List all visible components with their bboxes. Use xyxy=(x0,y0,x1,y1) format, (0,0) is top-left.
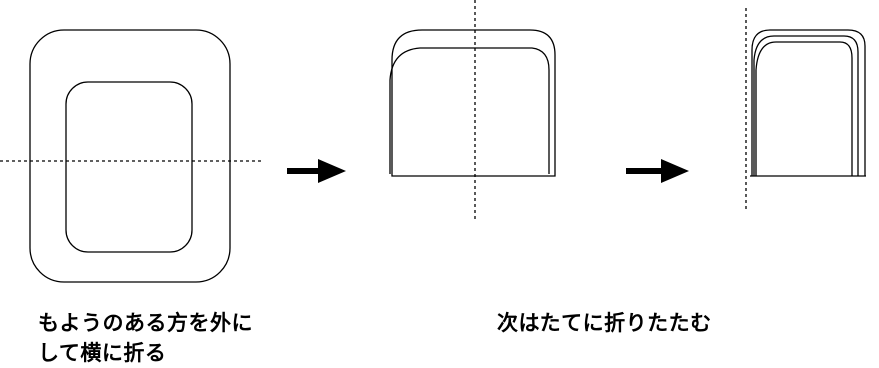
cloth-folded-quarter xyxy=(745,8,866,210)
cloth-pattern-border xyxy=(65,81,193,253)
step-2-caption: 次はたてに折りたたむ xyxy=(497,308,712,338)
quarter-fold-layer-2 xyxy=(753,35,859,176)
step-1-caption: もようのある方を外に して横に折る xyxy=(38,308,253,368)
quarter-fold-layer-3 xyxy=(755,41,853,176)
cloth-outer-border xyxy=(29,29,231,283)
quarter-fold-outer xyxy=(751,29,866,176)
right-arrow-icon xyxy=(626,159,689,183)
step-1-caption-line-2: して横に折る xyxy=(38,341,167,365)
folded-cloth-inner-edge xyxy=(389,47,550,174)
right-arrow-icon xyxy=(287,159,346,183)
cloth-folded-half xyxy=(389,0,556,222)
step-1-caption-line-1: もようのある方を外に xyxy=(38,311,253,335)
step-2-caption-line-1: 次はたてに折りたたむ xyxy=(497,311,712,335)
folded-cloth-outline xyxy=(391,29,556,177)
cloth-unfolded xyxy=(0,29,262,283)
